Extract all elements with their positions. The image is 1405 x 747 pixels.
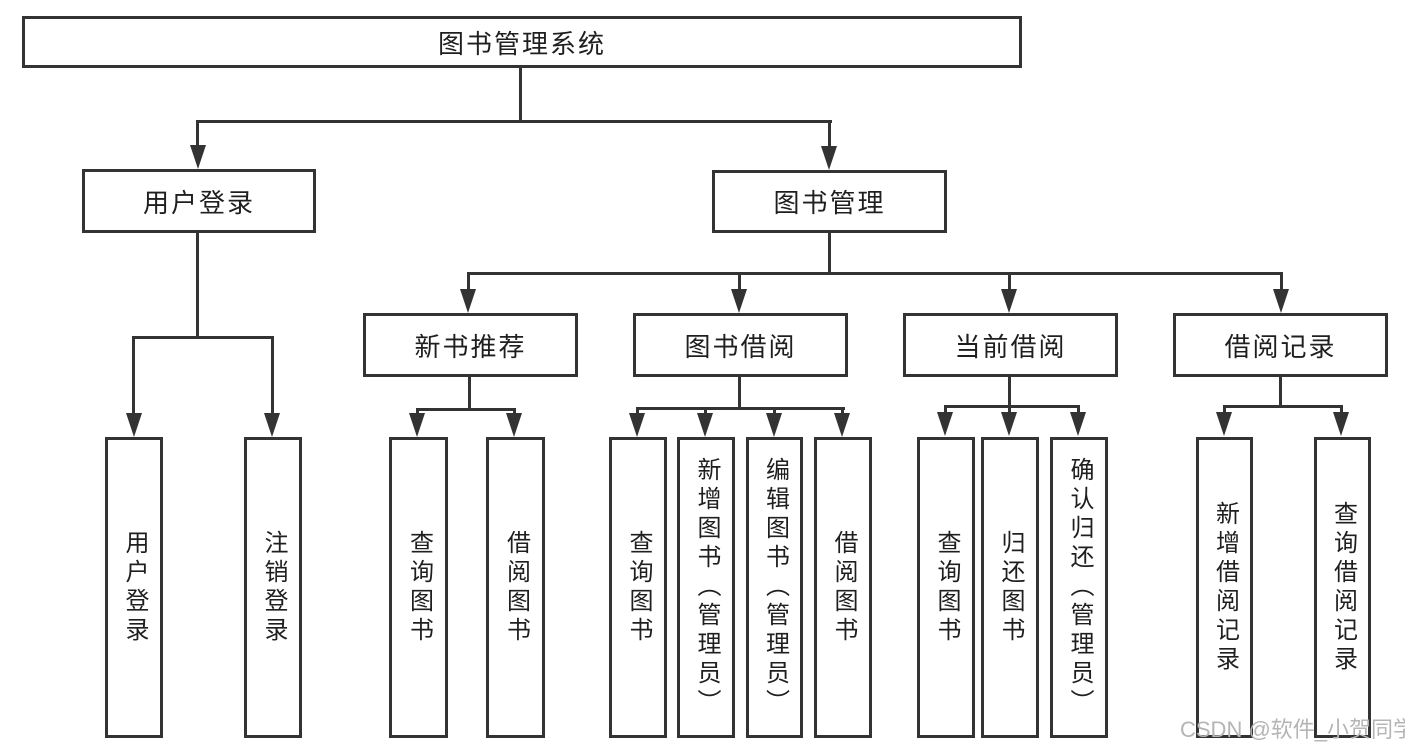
node-label: 借阅记录 xyxy=(1224,331,1337,362)
node-label: 新书推荐 xyxy=(414,331,527,362)
arrowhead-confirm-return xyxy=(1070,412,1086,436)
connector-currentborrow-stem xyxy=(1008,377,1011,405)
node-label: 编辑图书（管理员） xyxy=(761,457,789,718)
connector-drop-login-leaf xyxy=(132,336,135,414)
node-current-borrowing: 当前借阅 xyxy=(903,313,1118,377)
node-label: 图书借阅 xyxy=(684,331,797,362)
leaf-borrow-books-borrowing: 借阅图书 xyxy=(814,437,872,738)
arrowhead-borrow-a xyxy=(506,413,522,437)
node-label: 注销登录 xyxy=(260,529,287,646)
connector-drop-borrow-a xyxy=(513,408,516,416)
leaf-add-borrow-record: 新增借阅记录 xyxy=(1196,437,1253,738)
connector-drop-edit-book xyxy=(773,407,776,416)
connector-drop-add-book xyxy=(704,407,707,416)
connector-currentborrow-rail xyxy=(944,405,1080,408)
arrowhead-book-mgmt xyxy=(821,146,837,170)
node-label: 查询借阅记录 xyxy=(1329,500,1357,675)
arrowhead-return-book xyxy=(1001,412,1017,436)
connector-drop-query-b xyxy=(636,407,639,416)
node-borrow-records: 借阅记录 xyxy=(1173,313,1388,377)
connector-newbook-rail xyxy=(416,408,516,411)
connector-root-stem xyxy=(519,68,522,120)
connector-root-rail xyxy=(196,120,832,123)
node-library-management-system: 图书管理系统 xyxy=(22,16,1022,68)
arrowhead-user-login xyxy=(190,145,206,169)
connector-userlogin-rail xyxy=(132,336,274,339)
node-label: 用户登录 xyxy=(142,187,255,218)
connector-drop-current-borrow xyxy=(1008,272,1011,292)
leaf-confirm-return-admin: 确认归还（管理员） xyxy=(1050,437,1108,738)
connector-bookborrow-stem xyxy=(738,377,741,407)
leaf-add-books-admin: 新增图书（管理员） xyxy=(677,437,735,738)
connector-drop-add-record xyxy=(1223,405,1226,415)
connector-borrowrecord-stem xyxy=(1279,377,1282,405)
connector-bookmgmt-rail xyxy=(467,272,1283,275)
connector-drop-book-borrow xyxy=(738,272,741,292)
leaf-query-books-borrowing: 查询图书 xyxy=(609,437,667,738)
connector-drop-book-mgmt xyxy=(828,120,831,148)
arrowhead-add-book xyxy=(697,413,713,437)
node-book-borrowing: 图书借阅 xyxy=(633,313,848,377)
node-label: 借阅图书 xyxy=(502,529,530,646)
arrowhead-new-book xyxy=(460,289,476,313)
leaf-return-books: 归还图书 xyxy=(981,437,1039,738)
arrowhead-add-record xyxy=(1216,412,1232,436)
leaf-edit-books-admin: 编辑图书（管理员） xyxy=(746,437,803,738)
connector-bookborrow-rail xyxy=(636,407,845,410)
connector-drop-logout-leaf xyxy=(271,336,274,414)
connector-drop-new-book xyxy=(467,272,470,292)
arrowhead-edit-book xyxy=(766,413,782,437)
connector-drop-confirm-return xyxy=(1077,405,1080,415)
node-label: 查询图书 xyxy=(625,529,652,646)
connector-drop-borrow-record xyxy=(1280,272,1283,292)
arrowhead-borrow-b xyxy=(834,413,850,437)
arrowhead-borrow-record xyxy=(1273,289,1289,313)
connector-drop-return-book xyxy=(1008,405,1011,415)
arrowhead-query-record xyxy=(1333,412,1349,436)
node-user-login: 用户登录 xyxy=(82,169,316,233)
arrowhead-query-b xyxy=(629,413,645,437)
node-label: 查询图书 xyxy=(933,529,960,646)
node-label: 图书管理系统 xyxy=(437,28,606,59)
arrowhead-book-borrow xyxy=(731,289,747,313)
leaf-query-borrow-record: 查询借阅记录 xyxy=(1314,437,1371,738)
node-new-book-recommend: 新书推荐 xyxy=(363,313,578,377)
node-label: 归还图书 xyxy=(997,529,1024,646)
node-label: 查询图书 xyxy=(405,529,433,646)
arrowhead-query-c xyxy=(937,412,953,436)
arrowhead-logout-leaf xyxy=(264,413,280,437)
connector-bookmgmt-stem xyxy=(828,233,831,272)
connector-drop-query-a xyxy=(416,408,419,416)
node-label: 借阅图书 xyxy=(830,529,857,646)
connector-userlogin-stem xyxy=(196,233,199,336)
connector-drop-borrow-b xyxy=(841,407,844,416)
node-label: 当前借阅 xyxy=(954,331,1067,362)
leaf-query-books-recommend: 查询图书 xyxy=(389,437,448,738)
arrowhead-current-borrow xyxy=(1001,289,1017,313)
connector-borrowrecord-rail xyxy=(1223,405,1343,408)
node-label: 确认归还（管理员） xyxy=(1066,457,1093,718)
connector-drop-query-record xyxy=(1340,405,1343,415)
leaf-logout: 注销登录 xyxy=(244,437,302,738)
node-label: 图书管理 xyxy=(773,188,886,218)
node-book-management: 图书管理 xyxy=(712,170,947,233)
connector-drop-query-c xyxy=(944,405,947,415)
leaf-borrow-books-recommend: 借阅图书 xyxy=(486,437,545,738)
arrowhead-query-a xyxy=(409,413,425,437)
leaf-query-books-current: 查询图书 xyxy=(917,437,975,738)
connector-drop-user-login xyxy=(196,120,199,148)
node-label: 新增借阅记录 xyxy=(1211,500,1239,675)
connector-newbook-stem xyxy=(468,377,471,408)
node-label: 新增图书（管理员） xyxy=(693,457,720,718)
arrowhead-login-leaf xyxy=(126,413,142,437)
csdn-watermark: CSDN @软件_小贺同学 xyxy=(1180,717,1405,742)
node-label: 用户登录 xyxy=(121,529,148,646)
leaf-user-login: 用户登录 xyxy=(105,437,163,738)
